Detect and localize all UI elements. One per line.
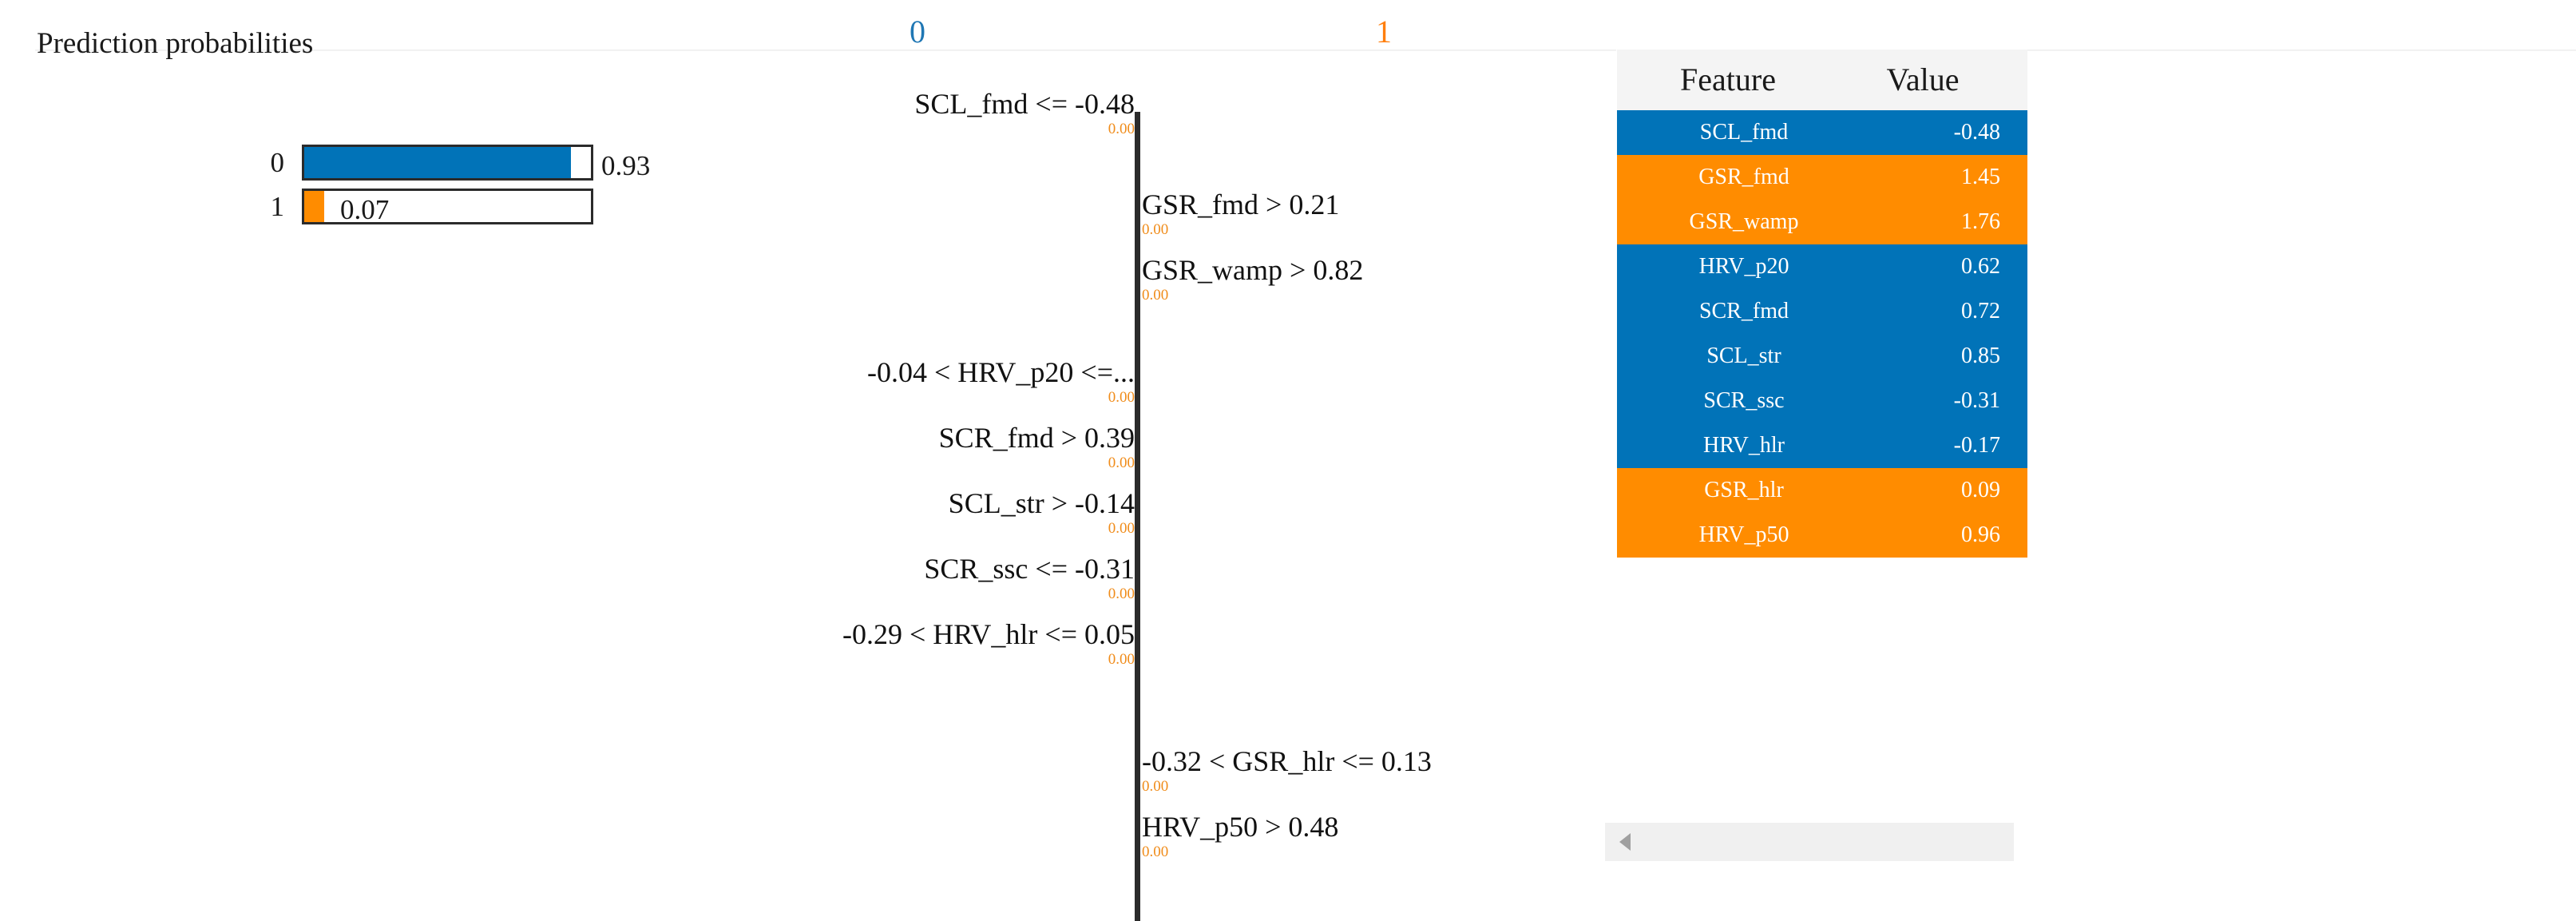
table-cell-value: 0.62	[1839, 244, 2027, 289]
feature-rule-text: GSR_wamp > 0.82	[1142, 254, 1364, 286]
column-header-feature: Feature	[1617, 50, 1839, 110]
column-header-value: Value	[1839, 50, 2027, 110]
feature-rule-text: SCR_fmd > 0.39	[938, 422, 1135, 454]
panel-divider-right	[2007, 50, 2576, 51]
table-cell-value: 1.76	[1839, 200, 2027, 244]
feature-rule: -0.04 < HRV_p20 <=...0.00	[867, 358, 1135, 405]
probability-row-class-0: 0 0.93	[240, 144, 650, 181]
table-cell-feature: SCL_str	[1617, 334, 1839, 379]
table-row: SCR_ssc-0.31	[1617, 379, 2027, 423]
probability-value-0: 0.93	[601, 150, 651, 181]
prediction-probabilities-title: Prediction probabilities	[37, 27, 314, 60]
feature-rule-weight: 0.00	[1108, 455, 1135, 471]
rules-center-divider	[1135, 112, 1140, 921]
table-cell-value: 1.45	[1839, 155, 2027, 200]
feature-rule-text: HRV_p50 > 0.48	[1142, 811, 1339, 843]
table-cell-feature: HRV_p50	[1617, 513, 1839, 558]
feature-rule-weight: 0.00	[1108, 121, 1135, 137]
feature-rule-text: SCR_ssc <= -0.31	[924, 553, 1135, 585]
feature-rule-weight: 0.00	[1108, 389, 1135, 406]
table-row: SCL_fmd-0.48	[1617, 110, 2027, 155]
table-horizontal-scrollbar[interactable]	[1605, 823, 2014, 861]
panel-divider-left	[35, 50, 1616, 51]
feature-rule-weight: 0.00	[1108, 586, 1135, 602]
table-cell-feature: HRV_hlr	[1617, 423, 1839, 468]
table-cell-feature: GSR_wamp	[1617, 200, 1839, 244]
table-cell-value: -0.17	[1839, 423, 2027, 468]
feature-rule-text: SCL_fmd <= -0.48	[914, 88, 1135, 120]
table-cell-feature: SCR_ssc	[1617, 379, 1839, 423]
table-cell-value: 0.85	[1839, 334, 2027, 379]
class-header-1: 1	[1376, 14, 1392, 50]
feature-rule-weight: 0.00	[1108, 520, 1135, 537]
probability-bar-fill-1	[304, 191, 325, 222]
feature-rule-text: -0.32 < GSR_hlr <= 0.13	[1142, 745, 1432, 777]
table-cell-value: -0.48	[1839, 110, 2027, 155]
table-cell-feature: HRV_p20	[1617, 244, 1839, 289]
table-cell-value: -0.31	[1839, 379, 2027, 423]
table-cell-value: 0.09	[1839, 468, 2027, 513]
class-header-0: 0	[910, 14, 925, 50]
feature-rule-weight: 0.00	[1142, 287, 1169, 304]
probability-value-1: 0.07	[340, 194, 390, 225]
feature-rule-text: GSR_fmd > 0.21	[1142, 189, 1340, 220]
table-cell-value: 0.72	[1839, 289, 2027, 334]
feature-rule-text: -0.29 < HRV_hlr <= 0.05	[842, 618, 1135, 650]
triangle-left-icon[interactable]	[1619, 833, 1631, 851]
feature-rule-weight: 0.00	[1142, 778, 1169, 795]
feature-rule-text: SCL_str > -0.14	[948, 487, 1135, 519]
table-cell-feature: SCR_fmd	[1617, 289, 1839, 334]
probability-class-label-1: 1	[270, 191, 285, 222]
table-cell-feature: SCL_fmd	[1617, 110, 1839, 155]
feature-rule-text: -0.04 < HRV_p20 <=...	[866, 356, 1135, 388]
probability-class-label-0: 0	[270, 147, 285, 178]
probability-row-class-1: 1 0.07	[240, 188, 593, 225]
table-header-row: Feature Value	[1617, 50, 2027, 110]
table-row: HRV_hlr-0.17	[1617, 423, 2027, 468]
probability-bar-track-0: 0.93	[302, 145, 650, 181]
table-cell-value: 0.96	[1839, 513, 2027, 558]
feature-rule-weight: 0.00	[1108, 651, 1135, 668]
feature-rule-weight: 0.00	[1142, 221, 1169, 238]
probability-bar-track-1: 0.07	[302, 189, 593, 224]
table-cell-feature: GSR_fmd	[1617, 155, 1839, 200]
feature-rule-weight: 0.00	[1142, 844, 1169, 860]
prediction-probabilities-panel: Prediction probabilities 0 0.93 1 0.07	[0, 0, 783, 288]
table-cell-feature: GSR_hlr	[1617, 468, 1839, 513]
probability-bar-fill-0	[304, 147, 571, 178]
